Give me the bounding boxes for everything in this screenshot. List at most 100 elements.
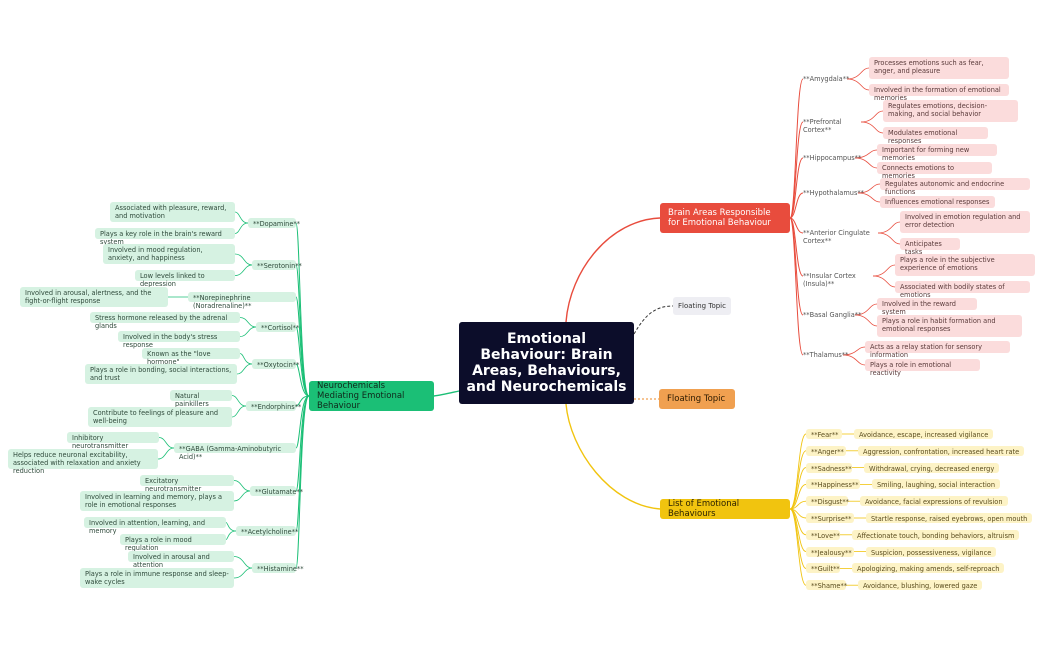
topic-neurochemicals-label: Neurochemicals Mediating Emotional Behav… bbox=[317, 381, 405, 411]
neurochemical-8-item-0[interactable]: Involved in attention, learning, and mem… bbox=[84, 517, 226, 535]
brain-area-5-item-0[interactable]: Plays a role in the subjective experienc… bbox=[895, 254, 1035, 276]
neurochemical-2[interactable]: **Norepinephrine (Noradrenaline)** bbox=[188, 292, 296, 310]
neurochemical-6[interactable]: **GABA (Gamma-Aminobutyric Acid)** bbox=[174, 443, 296, 461]
topic-brain-areas[interactable]: Brain Areas Responsible for Emotional Be… bbox=[660, 203, 790, 233]
neurochemical-4-item-0[interactable]: Known as the "love hormone" bbox=[142, 348, 240, 366]
behaviour-2-desc[interactable]: Withdrawal, crying, decreased energy bbox=[864, 462, 1000, 473]
topic-neurochemicals[interactable]: Neurochemicals Mediating Emotional Behav… bbox=[309, 381, 434, 411]
connector bbox=[234, 264, 253, 276]
topic-brain-areas-label: Brain Areas Responsible for Emotional Be… bbox=[668, 208, 771, 228]
neurochemical-5-item-0[interactable]: Natural painkillers bbox=[170, 390, 232, 408]
behaviour-1[interactable]: **Anger** bbox=[806, 445, 846, 456]
brain-area-6[interactable]: **Basal Ganglia** bbox=[803, 311, 865, 319]
behaviour-0[interactable]: **Fear** bbox=[806, 429, 842, 439]
connector bbox=[789, 450, 807, 510]
brain-area-6-item-0[interactable]: Involved in the reward system bbox=[877, 298, 977, 316]
behaviour-3[interactable]: **Happiness** bbox=[806, 479, 860, 490]
neurochemical-3-item-0[interactable]: Stress hormone released by the adrenal g… bbox=[90, 312, 240, 330]
brain-area-1[interactable]: **Prefrontal Cortex** bbox=[803, 118, 871, 134]
connector bbox=[789, 483, 807, 510]
neurochemical-6-item-0[interactable]: Inhibitory neurotransmitter bbox=[67, 432, 159, 450]
neurochemical-5[interactable]: **Endorphins** bbox=[246, 401, 301, 411]
behaviour-9[interactable]: **Shame** bbox=[806, 580, 847, 591]
brain-area-3-label: **Hypothalamus** bbox=[803, 189, 864, 197]
brain-area-0[interactable]: **Amygdala** bbox=[803, 75, 857, 83]
behaviour-7-desc[interactable]: Suspicion, possessiveness, vigilance bbox=[866, 546, 997, 557]
behaviour-4[interactable]: **Disgust** bbox=[806, 496, 849, 507]
neurochemical-1-item-1[interactable]: Low levels linked to depression bbox=[135, 270, 235, 288]
brain-area-3-item-0[interactable]: Regulates autonomic and endocrine functi… bbox=[880, 178, 1030, 196]
topic-emotional-behaviours[interactable]: List of Emotional Behaviours bbox=[660, 499, 790, 519]
neurochemical-9-item-0[interactable]: Involved in arousal and attention bbox=[128, 551, 234, 569]
floating-topic-orange-label: Floating Topic bbox=[667, 394, 726, 404]
behaviour-4-desc[interactable]: Avoidance, facial expressions of revulsi… bbox=[860, 496, 1008, 507]
behaviour-5-desc[interactable]: Startle response, raised eyebrows, open … bbox=[866, 513, 1033, 523]
neurochemical-9[interactable]: **Histamine** bbox=[252, 563, 304, 573]
brain-area-5[interactable]: **Insular Cortex (Insula)** bbox=[803, 272, 883, 288]
brain-area-4[interactable]: **Anterior Cingulate Cortex** bbox=[803, 229, 888, 245]
floating-topic-small[interactable]: Floating Topic bbox=[673, 297, 731, 315]
neurochemical-4-item-1[interactable]: Plays a role in bonding, social interact… bbox=[85, 364, 237, 384]
brain-area-1-item-1[interactable]: Modulates emotional responses bbox=[883, 127, 988, 145]
behaviour-8-desc[interactable]: Apologizing, making amends, self-reproac… bbox=[852, 563, 1005, 574]
connector bbox=[225, 530, 237, 540]
neurochemical-6-item-1[interactable]: Helps reduce neuronal excitability, asso… bbox=[8, 449, 158, 475]
neurochemical-7-item-0[interactable]: Excitatory neurotransmitter bbox=[140, 475, 234, 493]
neurochemical-3-item-1[interactable]: Involved in the body's stress response bbox=[118, 331, 240, 349]
brain-area-3[interactable]: **Hypothalamus** bbox=[803, 189, 868, 197]
behaviour-7[interactable]: **Jealousy** bbox=[806, 546, 854, 557]
connector bbox=[295, 395, 310, 407]
brain-area-2-item-1[interactable]: Connects emotions to memories bbox=[877, 162, 992, 180]
neurochemical-7[interactable]: **Glutamate** bbox=[250, 486, 303, 496]
neurochemical-8-item-1[interactable]: Plays a role in mood regulation bbox=[120, 534, 226, 552]
neurochemical-1-item-0-label: Involved in mood regulation, anxiety, an… bbox=[108, 246, 203, 262]
brain-area-7-item-1[interactable]: Plays a role in emotional reactivity bbox=[865, 359, 980, 377]
brain-area-2[interactable]: **Hippocampus** bbox=[803, 154, 865, 162]
neurochemical-3-item-1-label: Involved in the body's stress response bbox=[123, 333, 218, 349]
brain-area-0-item-1-label: Involved in the formation of emotional m… bbox=[874, 86, 1001, 102]
behaviour-6-desc[interactable]: Affectionate touch, bonding behaviors, a… bbox=[852, 529, 1020, 540]
neurochemical-0[interactable]: **Dopamine** bbox=[248, 218, 300, 228]
brain-area-3-item-1[interactable]: Influences emotional responses bbox=[880, 196, 995, 208]
neurochemical-2-item-0[interactable]: Involved in arousal, alertness, and the … bbox=[20, 287, 168, 307]
brain-area-7[interactable]: **Thalamus** bbox=[803, 351, 853, 359]
behaviour-2-label: **Sadness** bbox=[811, 464, 852, 473]
behaviour-6[interactable]: **Love** bbox=[806, 529, 840, 540]
neurochemical-9-item-0-label: Involved in arousal and attention bbox=[133, 553, 210, 569]
brain-area-7-item-0[interactable]: Acts as a relay station for sensory info… bbox=[865, 341, 1010, 359]
behaviour-3-desc[interactable]: Smiling, laughing, social interaction bbox=[872, 479, 1001, 490]
behaviour-5[interactable]: **Surprise** bbox=[806, 513, 854, 523]
behaviour-8[interactable]: **Guilt** bbox=[806, 563, 840, 574]
floating-topic-orange[interactable]: Floating Topic bbox=[659, 389, 735, 409]
neurochemical-4[interactable]: **Oxytocin** bbox=[252, 359, 299, 369]
connector bbox=[158, 437, 175, 449]
brain-area-4-item-0[interactable]: Involved in emotion regulation and error… bbox=[900, 211, 1030, 233]
central-topic[interactable]: Emotional Behaviour: Brain Areas, Behavi… bbox=[459, 322, 634, 404]
neurochemical-0-item-1[interactable]: Plays a key role in the brain's reward s… bbox=[95, 228, 235, 246]
behaviour-7-label: **Jealousy** bbox=[811, 548, 852, 557]
neurochemical-5-item-1[interactable]: Contribute to feelings of pleasure and w… bbox=[88, 407, 232, 427]
neurochemical-3-label: **Cortisol** bbox=[261, 324, 300, 332]
brain-area-6-item-1[interactable]: Plays a role in habit formation and emot… bbox=[877, 315, 1022, 337]
connector bbox=[842, 346, 866, 356]
neurochemical-7-item-1[interactable]: Involved in learning and memory, plays a… bbox=[80, 491, 234, 511]
neurochemical-1-item-0[interactable]: Involved in mood regulation, anxiety, an… bbox=[103, 244, 235, 264]
brain-area-0-label: **Amygdala** bbox=[803, 75, 850, 83]
behaviour-9-desc[interactable]: Avoidance, blushing, lowered gaze bbox=[858, 580, 983, 591]
brain-area-1-item-0[interactable]: Regulates emotions, decision-making, and… bbox=[883, 100, 1018, 122]
neurochemical-0-item-0[interactable]: Associated with pleasure, reward, and mo… bbox=[110, 202, 235, 222]
connector bbox=[854, 303, 878, 316]
brain-area-0-item-0[interactable]: Processes emotions such as fear, anger, … bbox=[869, 57, 1009, 79]
brain-area-4-item-1[interactable]: Anticipates tasks bbox=[900, 238, 960, 256]
brain-area-0-item-1[interactable]: Involved in the formation of emotional m… bbox=[869, 84, 1009, 102]
brain-area-5-item-1[interactable]: Associated with bodily states of emotion… bbox=[895, 281, 1030, 299]
behaviour-2[interactable]: **Sadness** bbox=[806, 462, 852, 473]
behaviour-0-desc[interactable]: Avoidance, escape, increased vigilance bbox=[854, 429, 994, 439]
neurochemical-8[interactable]: **Acetylcholine** bbox=[236, 526, 298, 536]
behaviour-1-desc[interactable]: Aggression, confrontation, increased hea… bbox=[858, 445, 1025, 456]
brain-area-2-item-0[interactable]: Important for forming new memories bbox=[877, 144, 997, 162]
neurochemical-9-item-1[interactable]: Plays a role in immune response and slee… bbox=[80, 568, 234, 588]
neurochemical-1[interactable]: **Serotonin** bbox=[252, 260, 302, 270]
neurochemical-3[interactable]: **Cortisol** bbox=[256, 322, 300, 332]
neurochemical-0-item-0-label: Associated with pleasure, reward, and mo… bbox=[115, 204, 227, 220]
